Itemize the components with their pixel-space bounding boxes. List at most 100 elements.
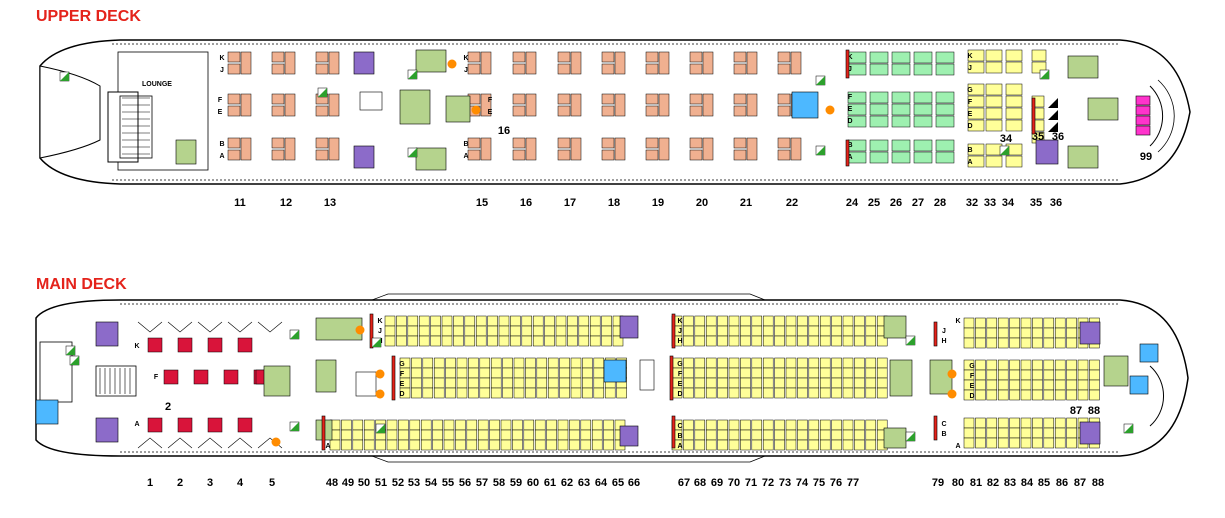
- seat-economy[interactable]: [728, 439, 740, 451]
- seat-first[interactable]: [237, 337, 253, 353]
- seat-premium[interactable]: [891, 51, 911, 64]
- seat-economy[interactable]: [407, 335, 419, 347]
- seat-economy[interactable]: [808, 419, 820, 431]
- seat-economy[interactable]: [808, 335, 820, 347]
- seat-economy[interactable]: [1020, 337, 1032, 349]
- seat-economy[interactable]: [774, 315, 785, 327]
- seat-economy[interactable]: [997, 317, 1009, 329]
- seat-business[interactable]: [733, 93, 747, 105]
- seat-economy[interactable]: [464, 325, 476, 337]
- seat-economy[interactable]: [603, 419, 614, 431]
- seat-economy[interactable]: [717, 439, 728, 451]
- seat-business[interactable]: [733, 51, 747, 63]
- seat-economy[interactable]: [808, 325, 820, 337]
- seat-economy[interactable]: [555, 335, 567, 347]
- seat-economy[interactable]: [601, 325, 612, 337]
- seat-economy[interactable]: [375, 439, 386, 451]
- seat-economy[interactable]: [975, 359, 986, 371]
- seat-economy[interactable]: [808, 315, 820, 327]
- seat-economy[interactable]: [705, 439, 717, 451]
- seat-economy[interactable]: [985, 107, 1003, 120]
- seat-economy[interactable]: [831, 419, 842, 431]
- seat-economy[interactable]: [854, 419, 865, 431]
- seat-economy[interactable]: [986, 359, 998, 371]
- seat-economy[interactable]: [468, 387, 479, 399]
- seat-economy[interactable]: [1031, 49, 1047, 62]
- seat-business[interactable]: [645, 149, 659, 161]
- seat-economy[interactable]: [1054, 317, 1066, 329]
- seat-business[interactable]: [271, 51, 285, 63]
- seat-economy[interactable]: [490, 387, 502, 399]
- seat-economy[interactable]: [559, 387, 570, 399]
- seat-economy[interactable]: [854, 377, 865, 389]
- seat-economy[interactable]: [865, 387, 877, 399]
- seat-economy[interactable]: [591, 439, 603, 451]
- seat-economy[interactable]: [728, 335, 740, 347]
- seat-economy[interactable]: [831, 367, 842, 379]
- seat-business[interactable]: [271, 149, 285, 161]
- seat-economy[interactable]: [593, 357, 605, 369]
- seat-economy[interactable]: [1009, 369, 1020, 381]
- seat-economy[interactable]: [432, 419, 443, 431]
- seat-economy[interactable]: [967, 107, 985, 120]
- seat-economy[interactable]: [865, 439, 877, 451]
- seat-economy[interactable]: [455, 439, 466, 451]
- seat-economy[interactable]: [534, 439, 546, 451]
- seat-economy[interactable]: [1077, 369, 1089, 381]
- seat-economy[interactable]: [694, 357, 706, 369]
- seat-premium[interactable]: [869, 139, 889, 152]
- seat-economy[interactable]: [456, 357, 468, 369]
- seat-economy[interactable]: [570, 387, 582, 399]
- seat-economy[interactable]: [985, 83, 1003, 96]
- seat-economy[interactable]: [411, 377, 422, 389]
- seat-business[interactable]: [512, 137, 526, 149]
- seat-economy[interactable]: [1009, 379, 1020, 391]
- seat-business[interactable]: [512, 105, 526, 117]
- seat-economy[interactable]: [751, 419, 763, 431]
- seat-economy[interactable]: [717, 315, 728, 327]
- seat-economy[interactable]: [1005, 83, 1023, 96]
- seat-business[interactable]: [689, 105, 703, 117]
- seat-economy[interactable]: [1054, 327, 1066, 339]
- seat-economy[interactable]: [352, 439, 364, 451]
- seat-economy[interactable]: [774, 387, 785, 399]
- seat-economy[interactable]: [1077, 389, 1089, 401]
- seat-economy[interactable]: [418, 325, 430, 337]
- seat-economy[interactable]: [683, 357, 694, 369]
- seat-economy[interactable]: [487, 325, 498, 337]
- seat-business[interactable]: [227, 51, 241, 63]
- seat-economy[interactable]: [1005, 95, 1023, 108]
- seat-economy[interactable]: [751, 325, 763, 337]
- seat-economy[interactable]: [477, 419, 489, 431]
- seat-economy[interactable]: [510, 315, 521, 327]
- seat-economy[interactable]: [865, 419, 877, 431]
- seat-economy[interactable]: [591, 419, 603, 431]
- seat-economy[interactable]: [963, 389, 975, 401]
- seat-economy[interactable]: [854, 429, 865, 441]
- seat-economy[interactable]: [854, 439, 865, 451]
- seat-economy[interactable]: [705, 367, 717, 379]
- seat-economy[interactable]: [363, 429, 375, 441]
- seat-economy[interactable]: [432, 429, 443, 441]
- seat-business[interactable]: [512, 149, 526, 161]
- seat-economy[interactable]: [986, 369, 998, 381]
- seat-economy[interactable]: [1066, 337, 1077, 349]
- seat-economy[interactable]: [876, 377, 888, 389]
- seat-economy[interactable]: [580, 419, 592, 431]
- seat-premium[interactable]: [913, 63, 933, 76]
- seat-economy[interactable]: [1005, 61, 1023, 74]
- seat-economy[interactable]: [997, 437, 1009, 449]
- seat-economy[interactable]: [1066, 317, 1077, 329]
- seat-premium[interactable]: [913, 103, 933, 116]
- seat-premium[interactable]: [847, 115, 867, 128]
- seat-economy[interactable]: [468, 357, 479, 369]
- seat-economy[interactable]: [384, 315, 396, 327]
- seat-economy[interactable]: [593, 377, 605, 389]
- seat-business[interactable]: [557, 63, 571, 75]
- seat-economy[interactable]: [831, 335, 842, 347]
- seat-economy[interactable]: [842, 315, 854, 327]
- seat-economy[interactable]: [854, 315, 865, 327]
- seat-economy[interactable]: [512, 439, 523, 451]
- seat-business[interactable]: [557, 51, 571, 63]
- seat-economy[interactable]: [513, 357, 525, 369]
